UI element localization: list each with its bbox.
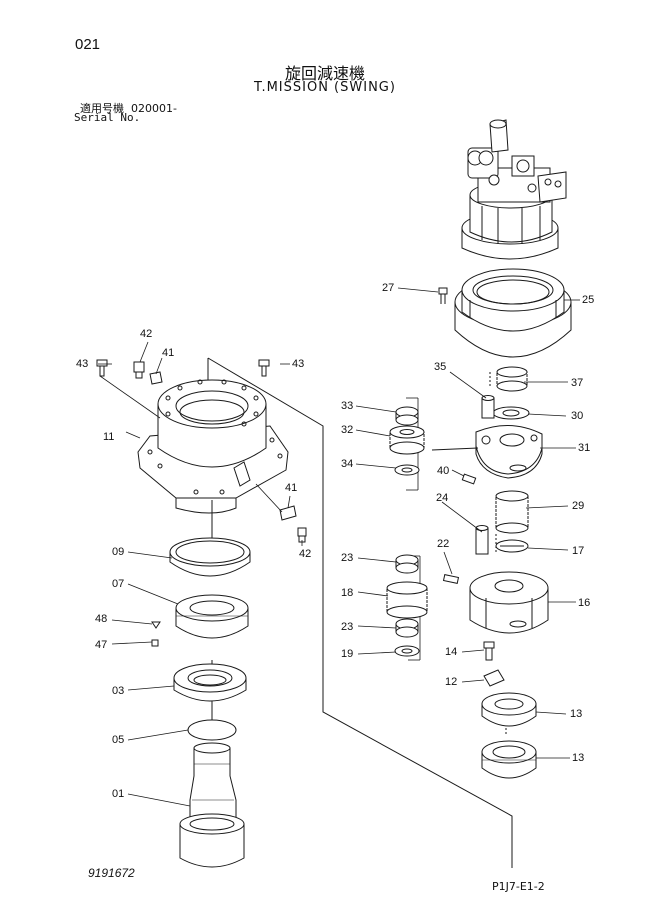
swing-motor-assembly	[461, 119, 567, 260]
sheet-reference: P1J7-E1-2	[492, 880, 545, 893]
screw-48	[151, 621, 161, 629]
seal-ring-09	[169, 537, 251, 577]
part-label-24: 24	[436, 492, 449, 504]
bolt-16	[483, 641, 495, 661]
bearing-13	[481, 740, 537, 779]
part-label-43-right: 43	[292, 358, 305, 370]
part-label-40: 40	[437, 465, 450, 477]
part-label-25: 25	[582, 294, 595, 306]
part-label-33: 33	[341, 400, 354, 412]
oil-seal-03	[173, 663, 247, 702]
part-label-42-upper: 42	[140, 328, 153, 340]
part-label-23-upper: 23	[341, 552, 354, 564]
part-label-32: 32	[341, 424, 354, 436]
title-english: T.MISSION (SWING)	[254, 80, 396, 95]
part-label-20: 19	[341, 648, 354, 660]
ball-47	[151, 639, 159, 647]
pin-22	[442, 574, 460, 584]
thrust-washer-34	[394, 464, 420, 476]
pin-24	[475, 525, 489, 555]
part-label-18: 17	[572, 545, 585, 557]
part-label-13: 13	[572, 752, 585, 764]
serial-label-english: Serial No.	[74, 111, 141, 124]
part-label-47: 47	[95, 639, 108, 651]
lock-plate-12	[483, 669, 505, 687]
plug-42-lower	[297, 527, 307, 543]
part-label-29: 29	[572, 500, 585, 512]
part-label-23-lower: 23	[341, 621, 354, 633]
part-label-19: 18	[341, 587, 354, 599]
pin-35	[481, 395, 495, 419]
ring-14	[481, 692, 537, 727]
part-label-41-lower: 41	[285, 482, 298, 494]
part-label-22: 22	[437, 538, 450, 550]
bearing-23-upper	[395, 554, 419, 574]
part-label-34: 34	[341, 458, 354, 470]
leader-lines	[98, 287, 580, 807]
thrust-washer-30	[492, 406, 530, 420]
sun-gear-29	[495, 490, 529, 534]
part-label-17: 16	[578, 597, 591, 609]
pin-40	[461, 473, 477, 485]
page-number: 021	[75, 36, 101, 53]
part-label-03: 03	[112, 685, 125, 697]
part-label-30: 30	[571, 410, 584, 422]
serial-label-japanese: 適用号機 020001-	[80, 100, 177, 116]
part-label-07: 07	[112, 578, 125, 590]
serial-value: 020001-	[131, 102, 177, 115]
part-label-37: 37	[571, 377, 584, 389]
plug-42-upper	[133, 361, 145, 379]
title-japanese: 旋回減速機	[284, 64, 365, 83]
part-label-14: 13	[570, 708, 583, 720]
part-label-31: 31	[578, 442, 591, 454]
part-label-12: 12	[445, 676, 458, 688]
plate-18	[495, 539, 529, 553]
plug-41-lower	[279, 505, 297, 521]
part-label-09: 09	[112, 546, 125, 558]
drawing-number: 9191672	[88, 866, 135, 880]
planet-gear-19	[386, 581, 428, 619]
part-label-11: 11	[103, 431, 115, 443]
part-label-01: 01	[112, 788, 125, 800]
part-label-43-left: 43	[76, 358, 89, 370]
bolt-27	[438, 287, 448, 304]
part-label-16: 14	[445, 646, 458, 658]
part-label-05: 05	[112, 734, 125, 746]
carrier-17	[469, 571, 549, 634]
ring-gear-housing	[454, 268, 572, 358]
part-label-35: 35	[434, 361, 447, 373]
bolt-43-left	[96, 359, 108, 377]
bearing-23-lower	[395, 618, 419, 638]
planet-gear-32	[389, 425, 425, 455]
shim-05	[187, 719, 237, 741]
part-label-27: 27	[382, 282, 395, 294]
thrust-washer-20	[394, 645, 420, 657]
bearing-07	[175, 594, 249, 639]
output-shaft-01	[179, 742, 245, 868]
serial-label-jp-text: 適用号機	[80, 102, 124, 115]
housing-11	[137, 379, 289, 514]
part-label-41-upper: 41	[162, 347, 175, 359]
sun-gear-37	[496, 366, 528, 392]
bolt-43-right	[258, 359, 270, 377]
part-label-42-lower: 42	[299, 548, 312, 560]
bearing-33	[395, 406, 419, 426]
part-label-48: 48	[95, 613, 108, 625]
carrier-31	[431, 424, 543, 479]
